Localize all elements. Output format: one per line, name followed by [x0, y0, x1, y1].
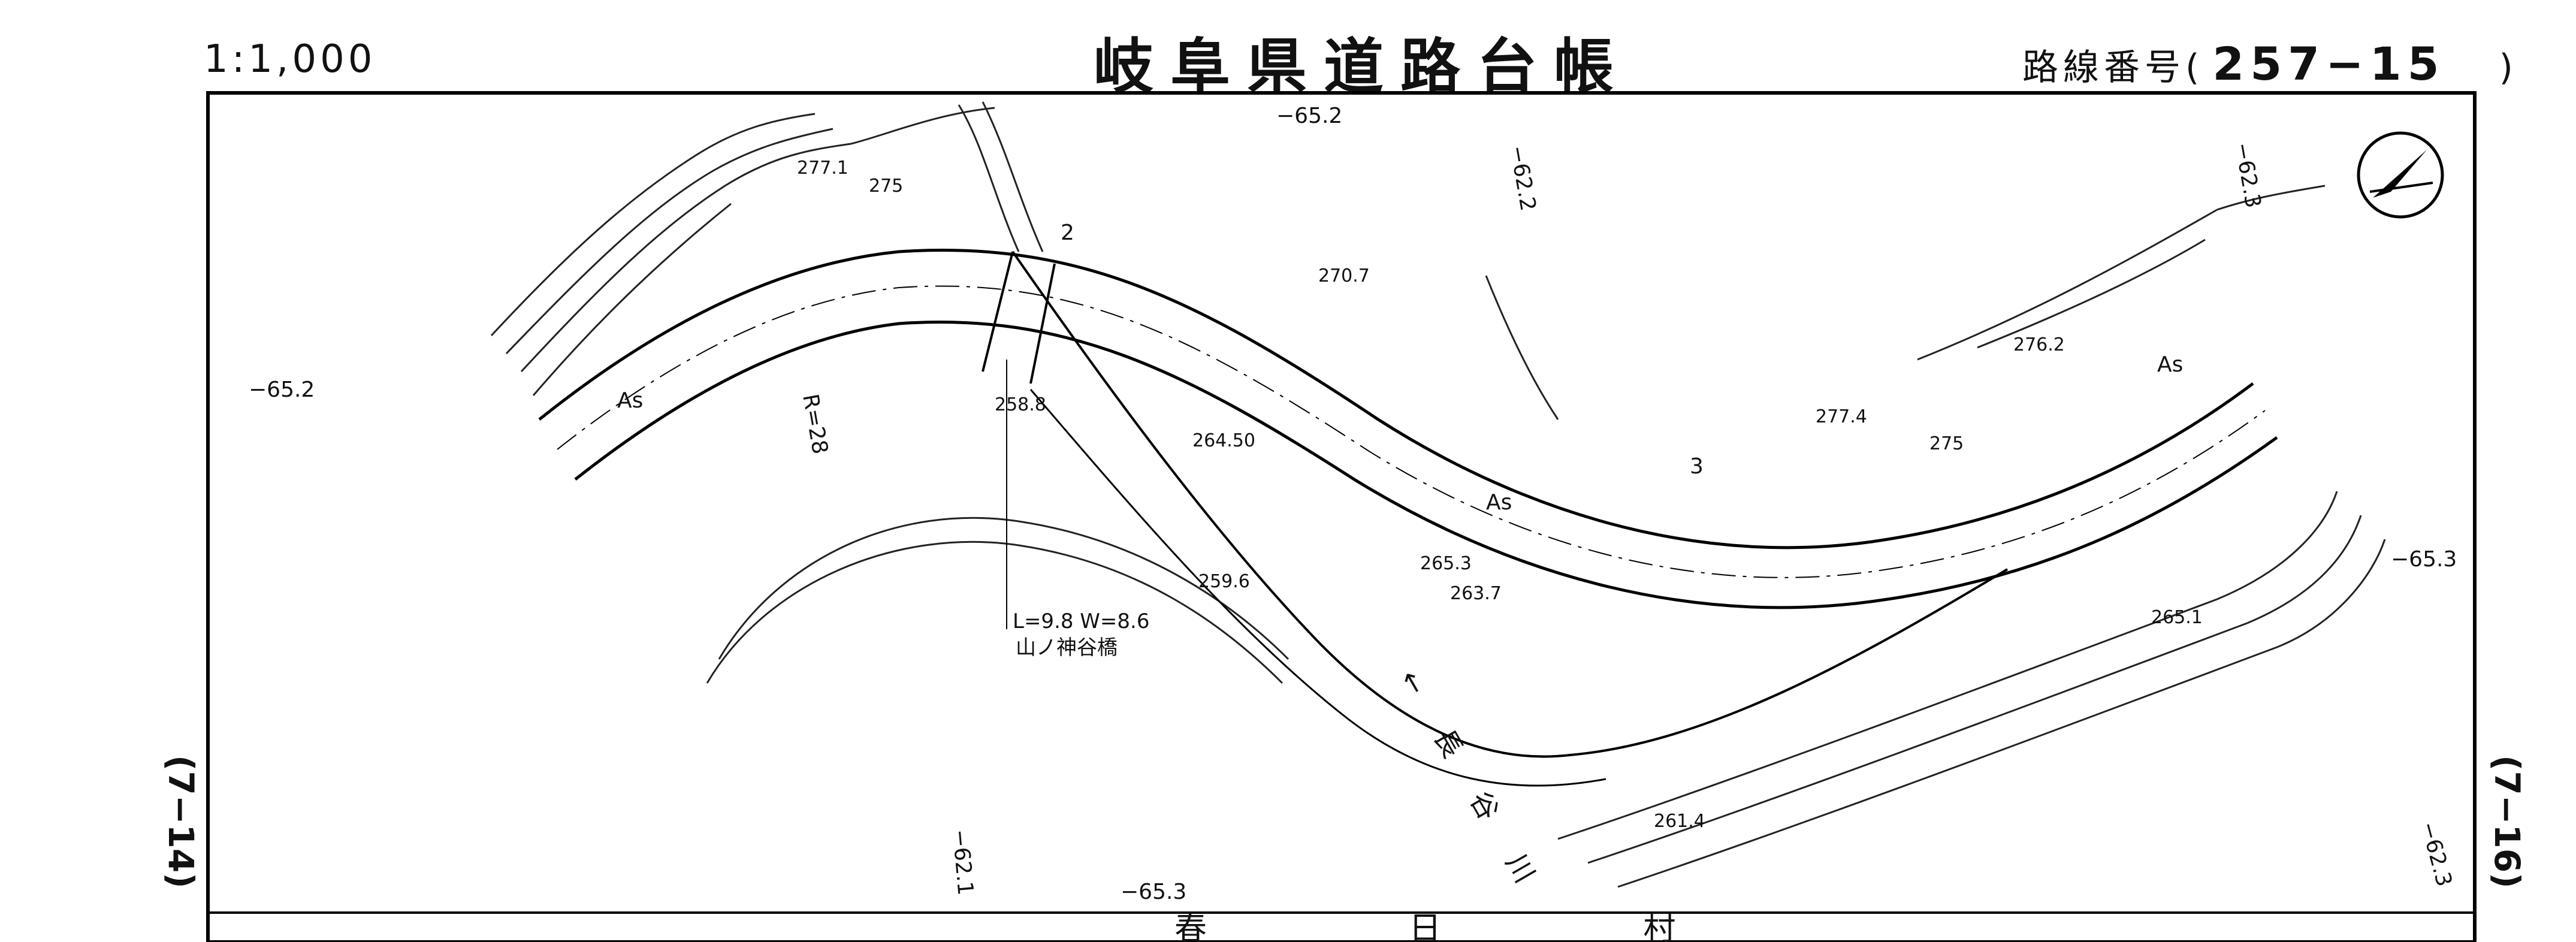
grid-label: −62.3	[2230, 140, 2266, 210]
bridge-spec: L=9.8 W=8.6	[1013, 609, 1150, 633]
pavement-mark: As	[2157, 352, 2183, 377]
map-frame	[206, 91, 2477, 942]
grid-label: −62.2	[1505, 143, 1541, 213]
adjacent-sheet-left: (7−14)	[161, 755, 201, 889]
route-label: 路線番号	[2022, 47, 2185, 89]
elevation-label: 265.1	[2151, 607, 2203, 628]
route-open-paren: (	[2185, 47, 2204, 89]
route-close-paren: )	[2499, 47, 2518, 89]
grid-label: −65.2	[249, 378, 315, 402]
terrain-contours	[490, 101, 2386, 888]
elevation-label: 259.6	[1198, 571, 1250, 592]
elevation-label: 265.3	[1420, 553, 1472, 574]
pavement-mark: As	[1486, 490, 1512, 515]
elevation-label: 263.7	[1450, 583, 1502, 604]
elevation-label: 277.4	[1816, 406, 1867, 427]
elevation-label: 275	[1929, 433, 1964, 454]
grid-label: −65.3	[1121, 880, 1186, 904]
adjacent-sheet-right: (7−16)	[2487, 755, 2527, 889]
municipality-label: 春 日 村	[1174, 910, 1771, 942]
elevation-label: 261.4	[1654, 811, 1705, 832]
section-number: 2	[1061, 221, 1074, 245]
grid-label: −65.3	[2391, 547, 2457, 572]
grid-label: −62.3	[2415, 819, 2456, 889]
road-edges	[538, 249, 2278, 609]
elevation-label: 270.7	[1318, 265, 1370, 286]
grid-label: −65.2	[1276, 104, 1342, 128]
elevation-label: 258.8	[995, 394, 1046, 415]
page-title: 岐阜県道路台帳	[1094, 32, 1630, 102]
elevation-label: 276.2	[2013, 334, 2065, 355]
river-banks	[1011, 250, 2009, 787]
elevation-label: 277.1	[797, 158, 848, 179]
elevation-label: 275	[869, 176, 903, 197]
grid-label: −62.1	[947, 828, 977, 896]
bridge	[982, 251, 1056, 629]
curve-radius: R=28	[798, 392, 832, 456]
route-number: 257−15	[2212, 37, 2445, 90]
river-label: ← 長 谷 川	[1393, 665, 1550, 904]
pavement-mark: As	[617, 388, 643, 413]
section-number: 3	[1690, 454, 1704, 479]
elevation-label: 264.50	[1192, 430, 1255, 451]
bridge-name: 山ノ神谷橋	[1016, 636, 1118, 660]
route-number-block: 路線番号(257−15)	[2022, 37, 2518, 90]
north-arrow-icon	[2357, 131, 2444, 219]
map-scale: 1:1,000	[204, 37, 376, 81]
